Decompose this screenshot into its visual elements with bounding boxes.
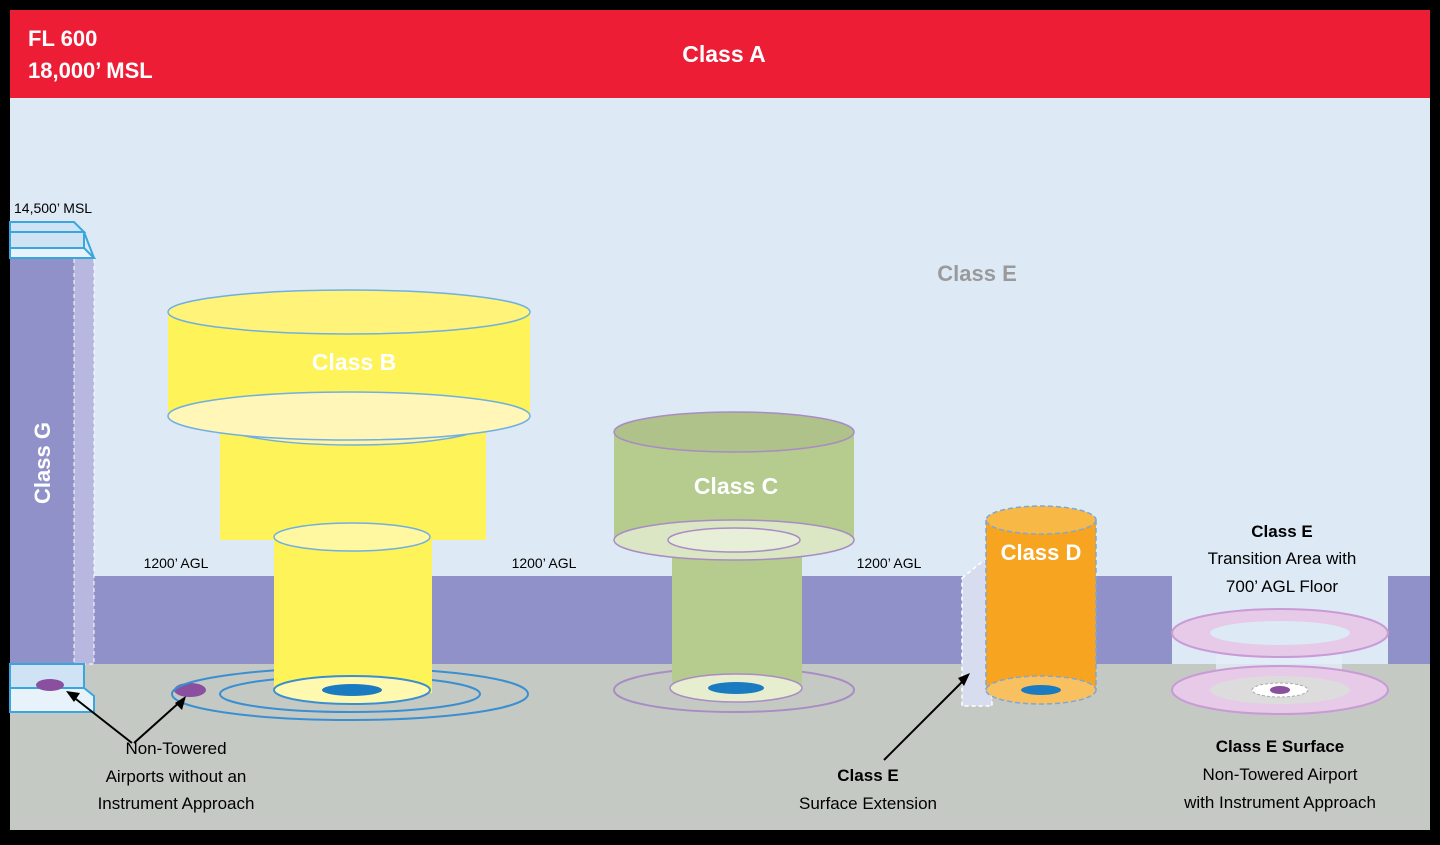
class-g-top-label: 14,500’ MSL	[14, 200, 92, 216]
transition-line2: 700’ AGL Floor	[1226, 577, 1338, 596]
nontowered-line3: Instrument Approach	[98, 794, 255, 813]
nontowered-line2: Airports without an	[106, 767, 247, 786]
class-a-upper-label: FL 600	[28, 26, 97, 51]
extension-line1: Surface Extension	[799, 794, 937, 813]
arrowheads	[66, 673, 970, 710]
airport-marker-nontowered	[174, 683, 206, 697]
class-d	[985, 505, 1097, 705]
extension-title: Class E	[837, 766, 898, 785]
class-b-label: Class B	[312, 349, 396, 375]
class-b	[167, 289, 531, 721]
transition-line1: Transition Area with	[1208, 549, 1357, 568]
agl-label-2: 1200’ AGL	[512, 555, 577, 571]
airport-marker-left	[36, 679, 64, 691]
class-c-label: Class C	[694, 473, 778, 499]
class-a-label: Class A	[682, 41, 766, 67]
nontowered-line1: Non-Towered	[125, 739, 226, 758]
agl-label-1: 1200’ AGL	[144, 555, 209, 571]
surface-title: Class E Surface	[1216, 737, 1345, 756]
class-e-transition	[1171, 608, 1389, 715]
class-a-lower-label: 18,000’ MSL	[28, 58, 153, 83]
class-a-band	[10, 10, 1430, 98]
class-d-label: Class D	[1001, 540, 1082, 565]
agl-label-3: 1200’ AGL	[857, 555, 922, 571]
class-c	[613, 411, 855, 713]
class-g-label: Class G	[30, 422, 55, 504]
surface-line1: Non-Towered Airport	[1203, 765, 1358, 784]
class-e-label: Class E	[937, 261, 1017, 286]
transition-title: Class E	[1251, 522, 1312, 541]
surface-line2: with Instrument Approach	[1183, 793, 1376, 812]
arrows	[71, 677, 967, 761]
